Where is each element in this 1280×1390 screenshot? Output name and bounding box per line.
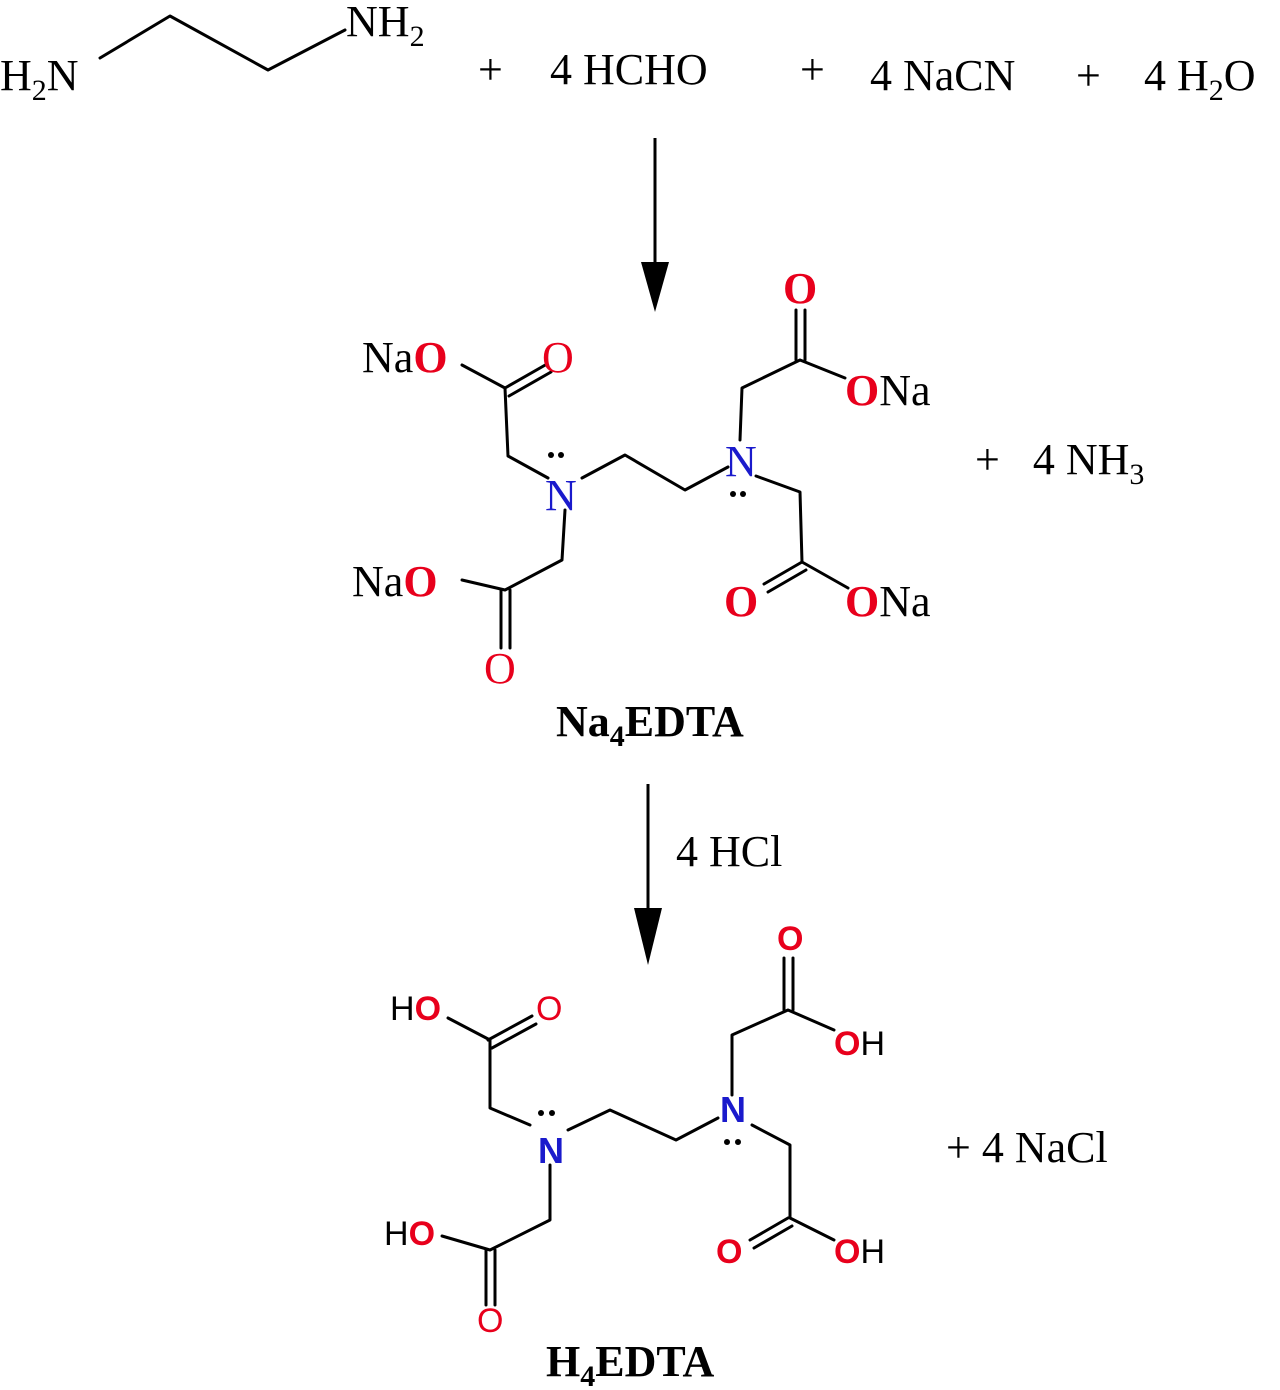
hydroxyl-lr: OH [834,1233,885,1271]
nitrogen-left-h4: N [538,1130,564,1171]
hcl-reagent-label: 4 HCl [676,827,782,876]
carbonyl-o-lr-h4: O [716,1233,742,1271]
plus-sign-3: + [1076,51,1101,100]
h4edta-backbone [566,1108,720,1142]
sodium-chloride-byproduct: + 4 NaCl [946,1123,1108,1172]
nitrogen-right: N [725,437,757,486]
plus-sign-1: + [478,45,503,94]
carboxylate-ur: ONa [845,366,931,415]
nh2-label: NH2 [346,0,425,53]
carboxylate-ll: NaO [352,557,438,606]
reaction-arrow-2: 4 HCl [634,784,782,965]
carbonyl-o-ur-h4: O [777,920,803,958]
carboxylate-ul: NaO [362,333,448,382]
arrowhead-2 [634,908,662,965]
plus-sign-2: + [800,45,825,94]
carbonyl-o-lr: O [724,577,758,626]
h2n-label: H2N [0,51,79,107]
hydroxyl-ll: HO [384,1215,435,1253]
ammonia-byproduct: + 4 NH3 [975,435,1144,491]
na4edta-backbone [580,453,730,492]
sodium-cyanide-label: 4 NaCN [870,51,1015,100]
arrowhead-1 [641,262,669,312]
nitrogen-left: N [545,471,577,520]
ethylenediamine-bonds [98,14,347,72]
carbonyl-o-ul: O [542,333,574,382]
na4edta-structure: N N NaO O NaO O O ONa O ONa + 4 NH3 Na4E… [352,264,1144,753]
reactants-row: H2N NH2 + 4 HCHO + 4 NaCN + 4 H2O [0,0,1256,107]
carbonyl-o-ul-h4: O [536,990,562,1028]
na4edta-label: Na4EDTA [556,697,744,753]
carbonyl-o-ur: O [783,264,817,313]
carbonyl-o-ll-h4: O [477,1302,503,1340]
carboxylate-lr: ONa [845,577,931,626]
water-label: 4 H2O [1144,51,1256,107]
hydroxyl-ur: OH [834,1025,885,1063]
h4edta-label: H4EDTA [546,1337,714,1390]
formaldehyde-label: 4 HCHO [550,45,708,94]
nitrogen-right-h4: N [720,1089,746,1130]
reaction-arrow-1 [641,138,669,312]
hydroxyl-ul: HO [390,990,441,1028]
h4edta-structure: N N HO O HO O O OH O OH + 4 NaCl H4EDTA [384,920,1108,1390]
carbonyl-o-ll: O [484,644,516,693]
